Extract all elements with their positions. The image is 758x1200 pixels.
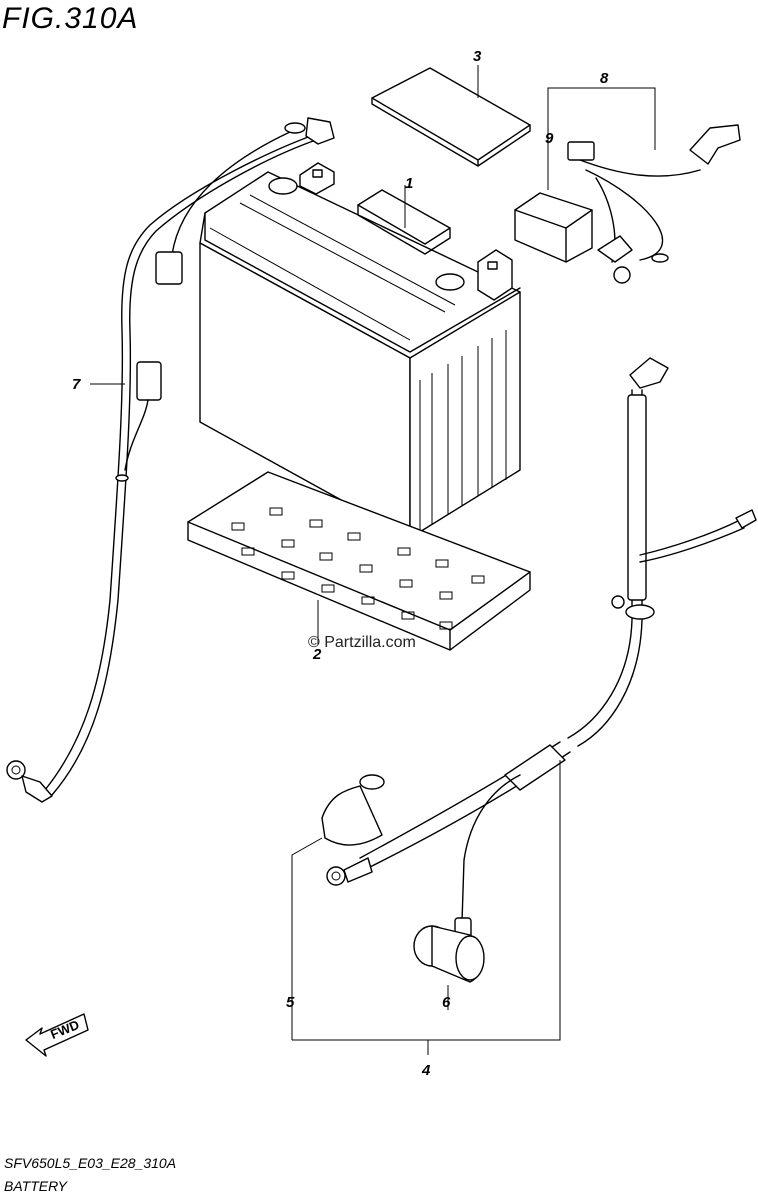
callout-6: 6: [442, 994, 451, 1011]
callout-8: 8: [600, 70, 609, 87]
callout-2: 2: [313, 646, 322, 663]
battery-tray-part: [187, 471, 531, 651]
callout-9: 9: [545, 130, 554, 147]
tray-slot-grid: [231, 507, 485, 630]
terminal-cover-part: [514, 192, 593, 263]
callout-3: 3: [473, 48, 482, 65]
callout-1: 1: [405, 175, 414, 192]
battery-cell-ridges: [419, 330, 507, 530]
watermark: © Partzilla.com: [308, 634, 416, 651]
callout-5: 5: [286, 994, 295, 1011]
callout-leaders: [90, 65, 656, 1055]
lead-wire-part: [6, 117, 335, 803]
positive-lead-part: [567, 124, 741, 284]
callout-4: 4: [422, 1062, 431, 1079]
battery-part: [199, 162, 521, 539]
battery-pad-part: [371, 67, 531, 167]
model-code: SFV650L5_E03_E28_310A: [4, 1155, 177, 1171]
figure-title: FIG.310A: [2, 2, 139, 35]
negative-cable-part: [321, 357, 757, 983]
section-name: BATTERY: [4, 1178, 68, 1194]
callout-7: 7: [72, 376, 81, 393]
forward-direction-arrow: [25, 1013, 89, 1057]
